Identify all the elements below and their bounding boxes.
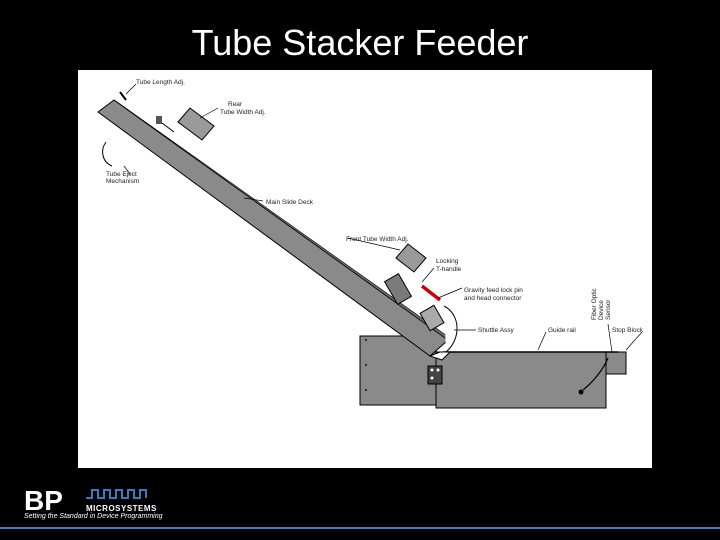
bp-microsystems-logo: BP MICROSYSTEMS — [24, 485, 174, 519]
label-rear-tube-width-adj-2: Tube Width Adj. — [220, 109, 266, 116]
label-fiber-optic-1: Fiber Optic — [591, 287, 598, 320]
logo-wave-icon — [86, 489, 147, 499]
slide-title: Tube Stacker Feeder — [191, 22, 529, 63]
tube-stacker-diagram: Tube Length Adj. Rear Tube Width Adj. Tu… — [78, 70, 652, 468]
label-tube-eject-2: Mechanism — [106, 178, 139, 185]
footer-accent-line — [0, 527, 720, 529]
label-gravity-feed-2: and head connector — [464, 295, 522, 302]
footer-tagline: Setting the Standard in Device Programmi… — [24, 513, 163, 520]
label-fiber-optic-3: Sensor — [605, 299, 612, 320]
label-rear-tube-width-adj-1: Rear — [228, 101, 243, 108]
label-main-slide-deck: Main Slide Deck — [266, 199, 314, 206]
label-gravity-feed-1: Gravity feed lock pin — [464, 287, 523, 294]
label-front-tube-width-adj: Front Tube Width Adj. — [346, 236, 409, 243]
main-slide-deck — [97, 91, 458, 361]
label-tube-length-adj: Tube Length Adj. — [136, 79, 185, 86]
label-locking-2: T-handle — [436, 266, 462, 273]
label-shuttle-assy: Shuttle Assy — [478, 327, 515, 334]
label-fiber-optic-2: Device — [598, 300, 605, 320]
label-locking-1: Locking — [436, 258, 459, 265]
base-housing — [359, 335, 627, 409]
label-guide-rail: Guide rail — [548, 327, 576, 334]
label-stop-block: Stop Block — [612, 327, 644, 334]
label-tube-eject-1: Tube Eject — [106, 171, 137, 178]
logo-letters: BP — [24, 486, 63, 514]
leader-lines — [123, 83, 643, 353]
label-fiber-optic-sensor: Fiber Optic Device Sensor — [591, 287, 612, 320]
logo-subtext: MICROSYSTEMS — [86, 504, 157, 513]
